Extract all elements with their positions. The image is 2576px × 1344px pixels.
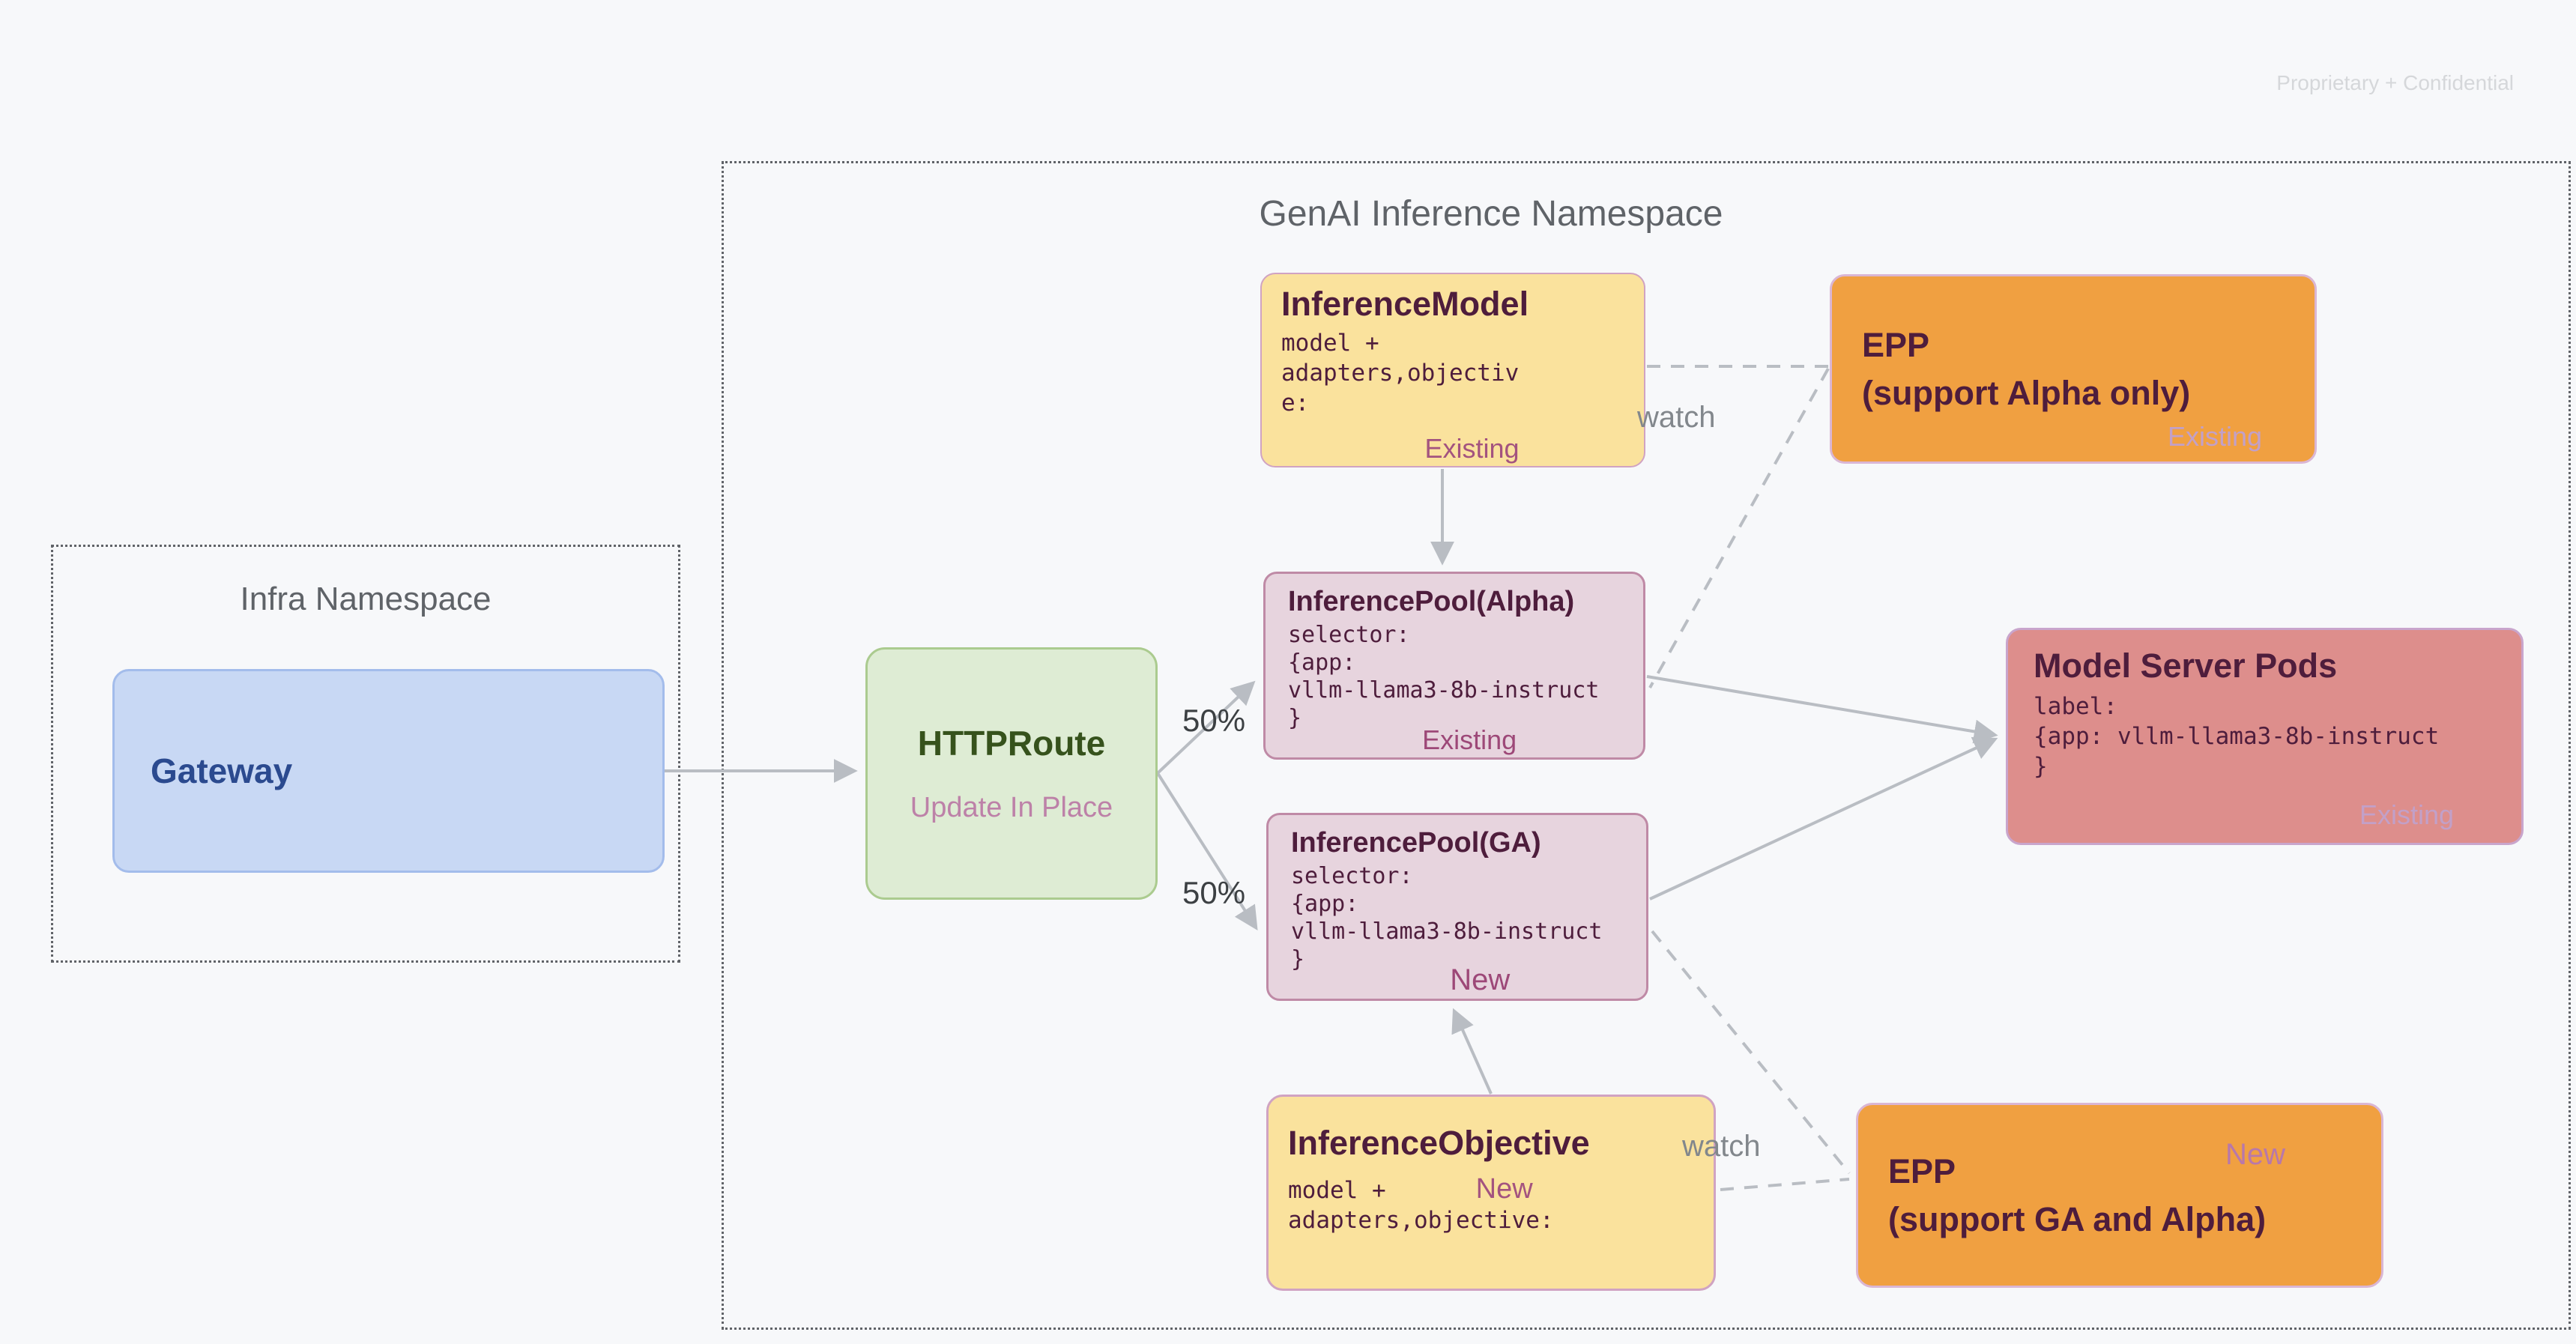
- infra-namespace-box: [51, 545, 680, 963]
- dashed-epp-alpha-to-pool-alpha: [1648, 368, 1830, 688]
- httproute-subtitle: Update In Place: [910, 792, 1113, 823]
- inferencemodel-title: InferenceModel: [1281, 285, 1529, 323]
- epp-alpha-title: EPP: [1862, 325, 1930, 364]
- inferencepool-ga-code-line: }: [1291, 946, 1305, 972]
- model-server-pods-status-badge: Existing: [2359, 799, 2454, 830]
- httproute-node: HTTPRoute Update In Place: [865, 647, 1158, 900]
- httproute-title: HTTPRoute: [917, 724, 1106, 763]
- inferencepool-ga-code-line: selector:: [1291, 863, 1413, 889]
- epp-ga-node: EPP (support GA and Alpha) New: [1856, 1103, 2383, 1288]
- inferencemodel-code-line: model +: [1281, 330, 1379, 357]
- epp-alpha-status-badge: Existing: [2167, 421, 2262, 452]
- infra-namespace-title: Infra Namespace: [240, 581, 492, 617]
- genai-namespace-title: GenAI Inference Namespace: [1259, 194, 1723, 234]
- inferenceobjective-status-badge: New: [1475, 1173, 1533, 1205]
- split-label-bottom: 50%: [1182, 875, 1246, 910]
- inferencepool-alpha-node: InferencePool(Alpha) selector: {app: vll…: [1263, 572, 1645, 760]
- model-server-pods-code-line: label:: [2034, 693, 2117, 720]
- inferencepool-ga-code-line: {app:: [1291, 891, 1359, 917]
- inferencepool-ga-title: InferencePool(GA): [1291, 827, 1541, 859]
- inferencemodel-status-badge: Existing: [1424, 433, 1520, 464]
- epp-ga-subtitle: (support GA and Alpha): [1888, 1199, 2267, 1238]
- inferenceobjective-code-line: adapters,objective:: [1288, 1207, 1554, 1234]
- inferencepool-ga-node: InferencePool(GA) selector: {app: vllm-l…: [1266, 813, 1648, 1001]
- inferencepool-alpha-title: InferencePool(Alpha): [1288, 586, 1575, 617]
- inferenceobjective-node: InferenceObjective model + New adapters,…: [1266, 1095, 1716, 1291]
- model-server-pods-code-line: }: [2034, 753, 2048, 780]
- watermark-text: Proprietary + Confidential: [2276, 71, 2514, 94]
- arrow-inferenceobjective-to-pool-ga: [1451, 1008, 1493, 1095]
- inferencepool-ga-status-badge: New: [1450, 963, 1511, 996]
- model-server-pods-code-line: {app: vllm-llama3-8b-instruct: [2034, 723, 2440, 750]
- inferencepool-alpha-code-line: }: [1288, 705, 1302, 731]
- inferencemodel-code-line: e:: [1281, 390, 1310, 417]
- dashed-inferenceobjective-to-epp-ga: [1720, 1178, 1850, 1191]
- inferencemodel-code-line: adapters,objectiv: [1281, 360, 1520, 387]
- genai-namespace-box: [722, 161, 2571, 1330]
- gateway-title: Gateway: [151, 751, 293, 790]
- inferencepool-alpha-code-line: vllm-llama3-8b-instruct: [1288, 677, 1600, 703]
- split-label-top: 50%: [1182, 703, 1246, 738]
- arrow-httproute-to-pool-alpha: [1156, 680, 1256, 775]
- inferenceobjective-code-line: model +: [1288, 1177, 1386, 1204]
- inferencepool-alpha-status-badge: Existing: [1422, 724, 1517, 755]
- model-server-pods-node: Model Server Pods label: {app: vllm-llam…: [2006, 628, 2524, 845]
- inferenceobjective-title: InferenceObjective: [1288, 1124, 1590, 1162]
- model-server-pods-title: Model Server Pods: [2034, 647, 2338, 685]
- inferencemodel-node: InferenceModel model + adapters,objectiv…: [1260, 273, 1645, 467]
- inferencepool-ga-code-line: vllm-llama3-8b-instruct: [1291, 918, 1603, 945]
- arrow-pool-ga-to-pods: [1649, 736, 1998, 900]
- epp-ga-title: EPP: [1888, 1151, 1956, 1190]
- watch-label-bottom: watch: [1682, 1130, 1761, 1163]
- inferencepool-alpha-code-line: selector:: [1288, 622, 1410, 648]
- gateway-node: Gateway: [112, 669, 665, 873]
- epp-alpha-node: EPP (support Alpha only) Existing: [1830, 274, 2317, 464]
- epp-alpha-subtitle: (support Alpha only): [1862, 373, 2191, 412]
- arrow-pool-alpha-to-pods: [1646, 675, 1998, 744]
- watch-label-top: watch: [1637, 401, 1716, 434]
- inferencepool-alpha-code-line: {app:: [1288, 650, 1356, 676]
- epp-ga-status-badge: New: [2225, 1138, 2285, 1171]
- dashed-pool-ga-to-epp-ga: [1651, 930, 1851, 1175]
- arrow-httproute-to-pool-ga: [1156, 772, 1258, 931]
